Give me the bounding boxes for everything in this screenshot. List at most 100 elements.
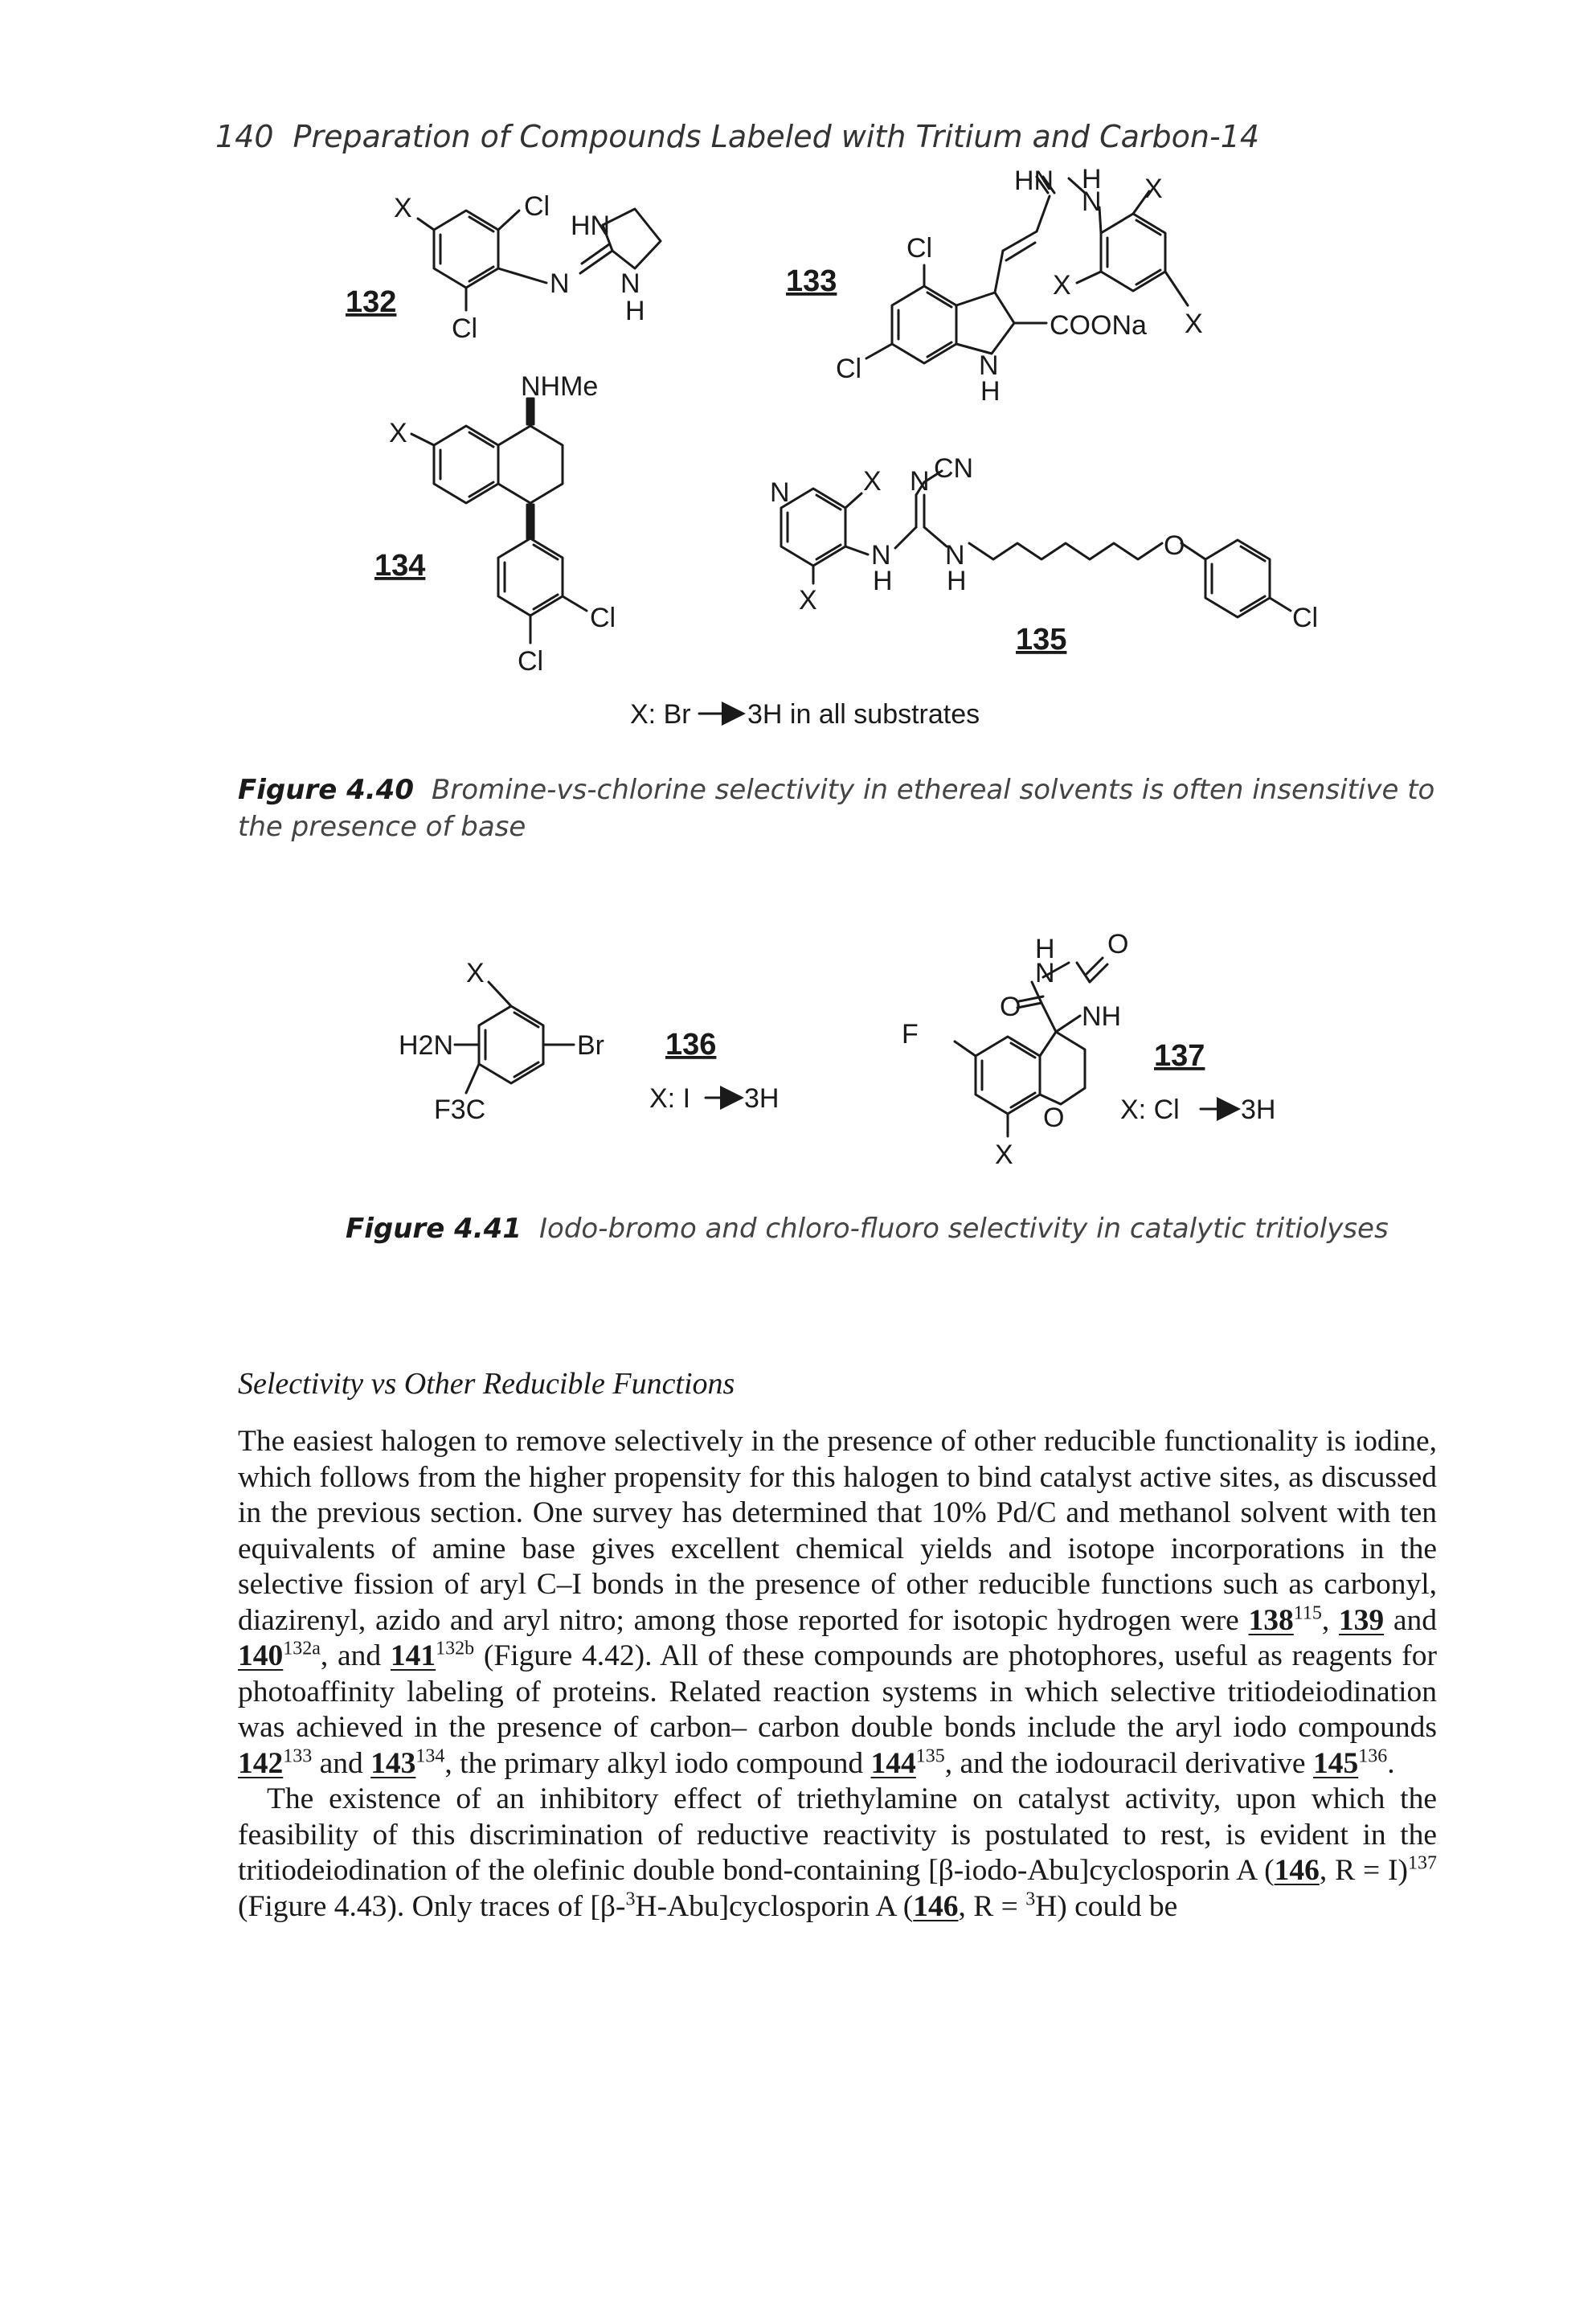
c135-h-right: H — [947, 566, 967, 596]
c132-cl-top: Cl — [524, 191, 550, 222]
c132-cl-bottom: Cl — [452, 313, 477, 344]
c133-hn: HN — [1014, 166, 1054, 196]
c137-nh: NH — [1082, 1001, 1121, 1032]
c135-n-right: N — [945, 540, 965, 571]
c135-cn: CN — [934, 453, 973, 484]
c134-cl-bottom: Cl — [518, 646, 543, 677]
c136-x: X — [466, 958, 485, 988]
c135-n-cyano: N — [910, 466, 930, 497]
p2-text-a: The existence of an inhibitory effect of… — [238, 1782, 1437, 1887]
c136-exchange-suffix: 3H — [744, 1083, 779, 1114]
c137-o-carbonyl: O — [1000, 992, 1021, 1022]
c137-f: F — [902, 1019, 919, 1050]
citation-134: 134 — [415, 1745, 445, 1766]
c136-h2n: H2N — [399, 1030, 453, 1061]
p2-text-d: H-Abu]cyclosporin A ( — [635, 1889, 914, 1923]
c137-exchange-suffix: 3H — [1241, 1095, 1275, 1125]
c132-h: H — [625, 296, 645, 326]
section-heading: Selectivity vs Other Reducible Functions — [238, 1367, 735, 1401]
compound-137-structure: F H N O O NH O X — [902, 929, 1128, 1170]
compound-134-label: 134 — [374, 549, 425, 583]
p1-sep-2: and — [1384, 1603, 1437, 1637]
compound-ref-144: 144 — [870, 1746, 916, 1780]
p2-text-b: , R = I) — [1319, 1854, 1408, 1887]
isotope-superscript: 3 — [1025, 1888, 1036, 1909]
c133-h-amine: H — [1082, 164, 1102, 194]
c137-h: H — [1035, 934, 1055, 964]
substrate-note: X: Br 3H in all substrates — [630, 699, 980, 730]
c132-hn: HN — [571, 211, 610, 241]
c135-x-bottom: X — [799, 585, 817, 616]
citation-133: 133 — [283, 1745, 313, 1766]
figure-4-41-structures: X Br H2N F3C 136 X: I 3H — [399, 929, 1275, 1170]
c137-exchange-prefix: X: Cl — [1120, 1095, 1180, 1125]
p1-sep-7: . — [1387, 1746, 1395, 1780]
p2-text-e: , R = — [958, 1889, 1026, 1923]
compound-ref-142: 142 — [238, 1746, 284, 1780]
compound-135-structure: N X X N H N CN N H O Cl — [770, 453, 1318, 633]
figure-4-41-label: Figure 4.41 — [346, 1213, 522, 1245]
compound-135-label: 135 — [1016, 623, 1066, 657]
c135-n-left: N — [871, 540, 891, 571]
compound-132-label: 132 — [346, 285, 396, 319]
c136-exchange-prefix: X: I — [649, 1083, 690, 1114]
c132-n-ring: N — [620, 268, 640, 299]
c134-x: X — [389, 418, 407, 448]
c133-cl-top: Cl — [906, 233, 932, 264]
compound-ref-146: 146 — [913, 1889, 959, 1923]
c132-x: X — [394, 193, 412, 223]
compound-133-structure: Cl Cl N H COONa HN H N X X X — [836, 164, 1203, 407]
c135-o: O — [1164, 530, 1185, 561]
c137-o-ring: O — [1043, 1103, 1064, 1133]
compound-ref-141: 141 — [390, 1639, 436, 1672]
compound-136-exchange: X: I 3H — [649, 1083, 779, 1114]
compound-ref-139: 139 — [1338, 1603, 1385, 1637]
c135-x-top: X — [863, 466, 882, 497]
figure-4-40-structures: X Cl Cl N HN N H 132 — [346, 164, 1318, 730]
c134-cl-right: Cl — [590, 603, 616, 633]
compound-ref-140: 140 — [238, 1639, 284, 1672]
c133-x-left: X — [1053, 270, 1071, 301]
compound-ref-138: 138 — [1248, 1603, 1294, 1637]
p1-sep-5: , the primary alkyl iodo compound — [444, 1746, 871, 1780]
c135-n-pyridine: N — [770, 477, 790, 508]
citation-132a: 132a — [283, 1638, 321, 1659]
c133-n-indole: N — [979, 350, 999, 381]
compound-ref-145: 145 — [1312, 1746, 1359, 1780]
compound-132-structure: X Cl Cl N HN N H — [394, 191, 662, 344]
c132-n-imine: N — [550, 268, 570, 299]
c133-coona: COONa — [1050, 310, 1147, 341]
compound-136-label: 136 — [665, 1028, 716, 1062]
c135-cl: Cl — [1292, 603, 1318, 633]
paragraph-2: The existence of an inhibitory effect of… — [238, 1782, 1437, 1925]
citation-137: 137 — [1408, 1852, 1437, 1874]
p1-sep-6: , and the iodouracil derivative — [944, 1746, 1313, 1780]
p1-text-a: The easiest halogen to remove selectivel… — [238, 1425, 1437, 1637]
running-title: Preparation of Compounds Labeled with Tr… — [293, 119, 1260, 154]
substrate-note-prefix: X: Br — [630, 699, 691, 730]
compound-137-label: 137 — [1154, 1039, 1205, 1073]
c136-f3c: F3C — [434, 1095, 485, 1125]
compound-134-structure: NHMe X Cl Cl — [389, 371, 616, 677]
c137-x: X — [995, 1140, 1013, 1170]
c133-h-indole: H — [980, 376, 1001, 407]
p1-sep-4: and — [312, 1746, 371, 1780]
citation-135: 135 — [915, 1745, 945, 1766]
c135-h-left: H — [873, 566, 893, 596]
figure-4-41-caption-text: Iodo-bromo and chloro-fluoro selectivity… — [538, 1213, 1389, 1245]
compound-133-label: 133 — [786, 264, 837, 298]
c134-nhme: NHMe — [521, 371, 598, 402]
citation-115: 115 — [1293, 1602, 1322, 1623]
c133-x-top: X — [1144, 174, 1163, 204]
isotope-superscript: 3 — [625, 1888, 636, 1909]
c137-n: N — [1035, 958, 1055, 988]
c133-cl-bottom: Cl — [836, 354, 861, 384]
figure-4-40-label: Figure 4.40 — [238, 774, 414, 806]
p2-text-c: (Figure 4.43). Only traces of [β- — [238, 1889, 626, 1923]
c133-x-right: X — [1185, 309, 1203, 339]
compound-137-exchange: X: Cl 3H — [1120, 1095, 1275, 1125]
citation-132b: 132b — [436, 1638, 475, 1659]
